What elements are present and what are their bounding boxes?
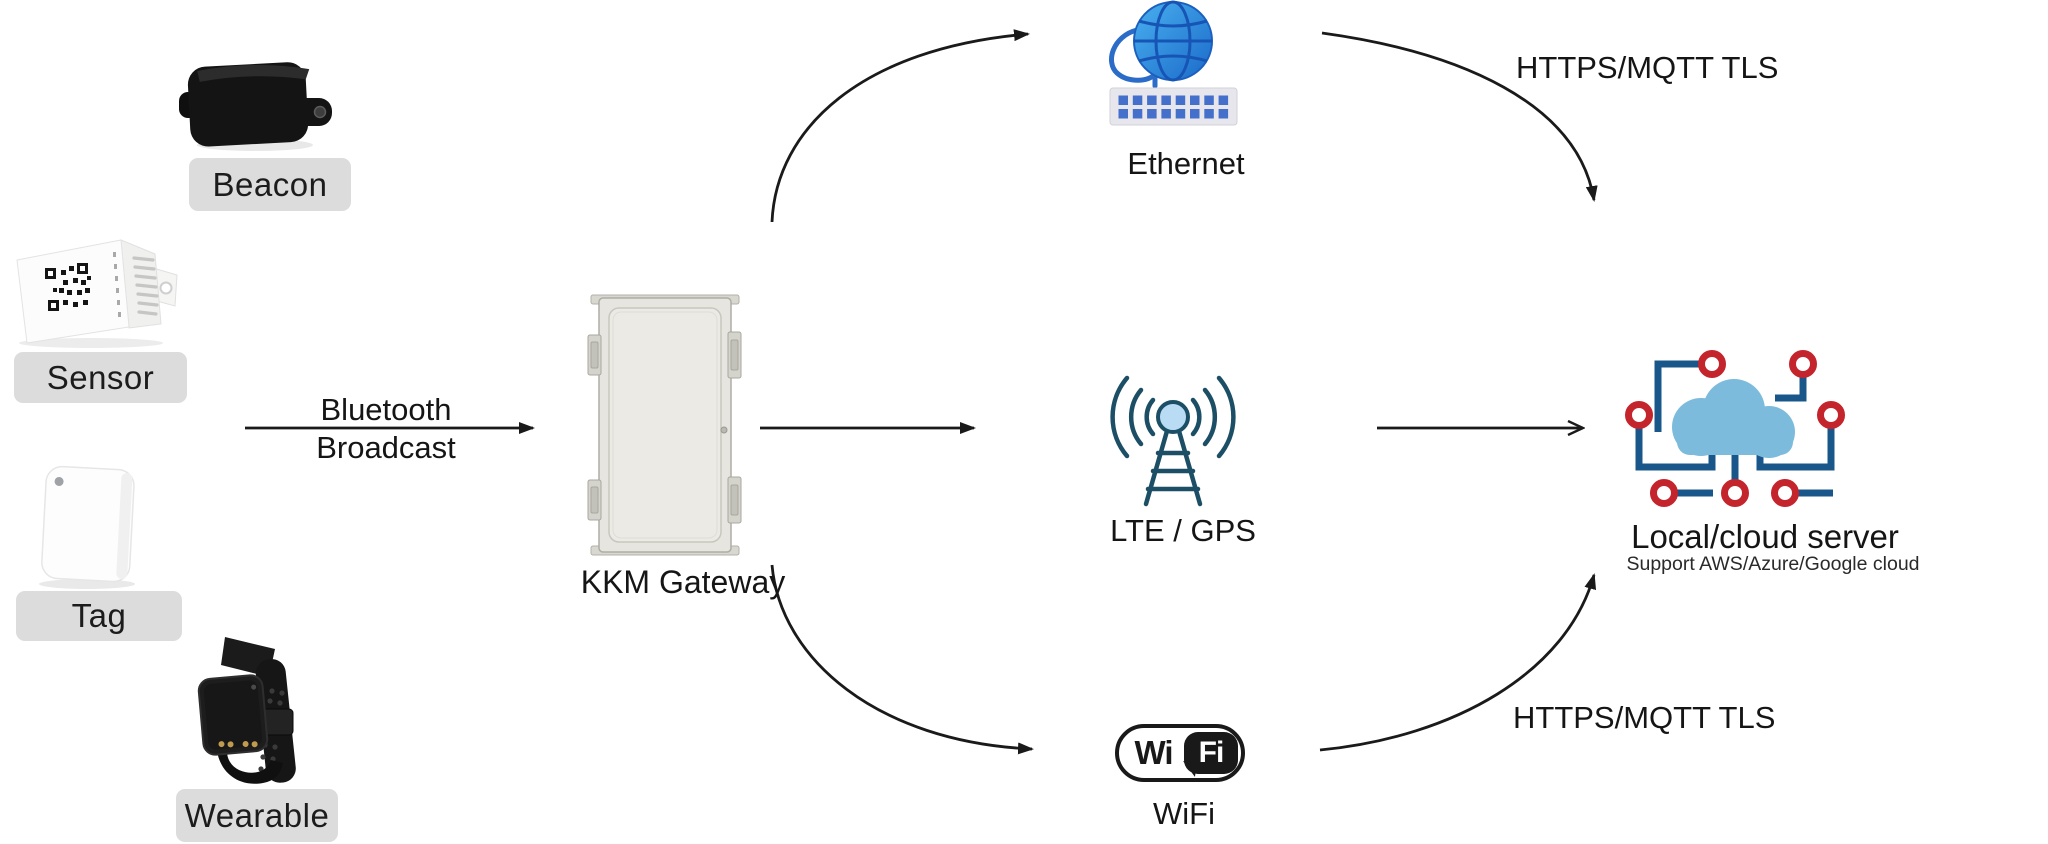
cloud-shape [1672,379,1795,458]
wifi-label: WiFi [1153,796,1215,831]
wifi-logo-fi-text: Fi [1184,732,1238,774]
wearable-label-text: Wearable [184,796,330,834]
beacon-label-text: Beacon [212,165,328,203]
gateway-label: KKM Gateway [580,564,786,600]
tag-label-text: Tag [71,597,127,634]
wifi-logo-icon: Wi Fi [1115,724,1245,782]
server-title: Local/cloud server [1631,518,1899,555]
lte-tower-icon [1110,375,1236,507]
sensor-label-text: Sensor [46,358,155,396]
protocol-label-bottom: HTTPS/MQTT TLS [1513,700,1776,735]
ethernet-label: Ethernet [1127,146,1245,181]
ethernet-icon [1109,0,1238,126]
tag-device-image [39,465,135,589]
gateway-enclosure-image [587,294,742,556]
sensor-device-image [16,239,178,348]
protocol-label-top: HTTPS/MQTT TLS [1516,50,1779,85]
gateway-hinges [587,334,602,521]
sensor-label: Sensor [14,352,187,403]
wifi-logo-wi-text: Wi [1134,734,1173,771]
beacon-label: Beacon [189,158,351,211]
curve-wifi-to-cloud [1319,573,1597,752]
lte-label: LTE / GPS [1110,513,1256,548]
wifi-logo-fi-badge: Fi [1181,732,1238,777]
curve-gateway-to-wifi [770,564,1034,755]
tag-label: Tag [16,591,182,641]
cloud-server-icon [1625,350,1845,507]
bluetooth-line2: Broadcast [316,430,456,465]
wearable-label: Wearable [176,789,338,842]
server-subtitle: Support AWS/Azure/Google cloud [1626,553,1920,575]
curve-ethernet-to-cloud [1321,31,1598,202]
beacon-device-image [179,62,332,151]
gateway-latches [727,331,742,524]
bluetooth-line1: Bluetooth [320,392,452,427]
wearable-device-image [197,637,296,784]
curve-gateway-to-ethernet [770,29,1030,223]
sensor-qr-code [45,263,91,311]
network-nodes [1625,350,1845,507]
